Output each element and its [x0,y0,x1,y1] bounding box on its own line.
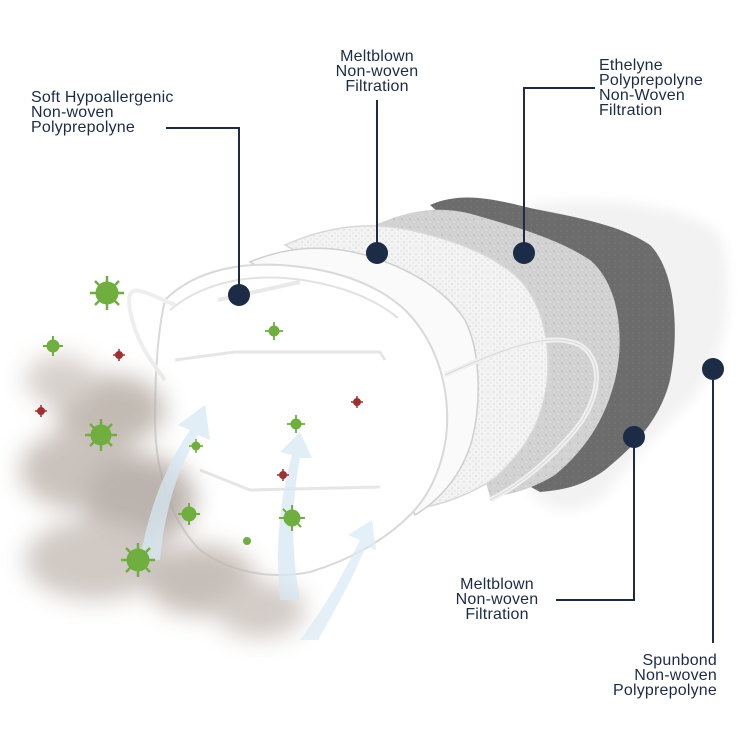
leader-dot [366,242,388,264]
label-line: Soft Hypoallergenic [31,89,174,106]
virus-icon [43,276,305,577]
leader-dot [228,284,250,306]
label-line: Non-woven [31,104,114,121]
label-line: Non-woven [455,591,539,608]
leader-dot [513,242,535,264]
label-line: Filtration [599,102,663,119]
label-soft-hypoallergenic: Soft Hypoallergenic Non-woven Polyprepol… [31,89,174,136]
virus-icon [35,349,363,481]
label-ethelyne: Ethelyne Polyprepolyne Non-Woven Filtrat… [599,57,703,119]
label-spunbond: Spunbond Non-woven Polyprepolyne [580,652,717,699]
label-line: Ethelyne [599,57,663,74]
label-line: Polyprepolyne [31,119,135,136]
label-line: Spunbond [642,652,717,669]
leader-line-meltblown-bottom [556,437,635,601]
label-line: Meltblown [460,576,534,593]
leader-dots [228,242,724,448]
leader-dot [702,358,724,380]
label-line: Non-woven [634,667,717,684]
label-meltblown-bottom: Meltblown Non-woven Filtration [437,576,557,623]
leader-line-ethelyne [523,87,595,253]
mask-seam [169,276,399,319]
label-line: Filtration [345,78,409,95]
label-line: Non-woven [335,63,419,80]
leader-dot [623,426,645,448]
mask-fold [174,350,387,362]
label-line: Polyprepolyne [599,72,703,89]
label-line: Non-Woven [599,87,685,104]
label-line: Filtration [465,606,529,623]
leader-lines [166,87,714,643]
mask-fold [199,468,381,492]
ear-strap-left [127,288,176,382]
label-meltblown-top: Meltblown Non-woven Filtration [317,48,437,95]
smoke-cloud [20,355,305,638]
label-line: Meltblown [340,48,414,65]
label-line: Polyprepolyne [613,682,717,699]
leader-line-soft [166,127,240,295]
